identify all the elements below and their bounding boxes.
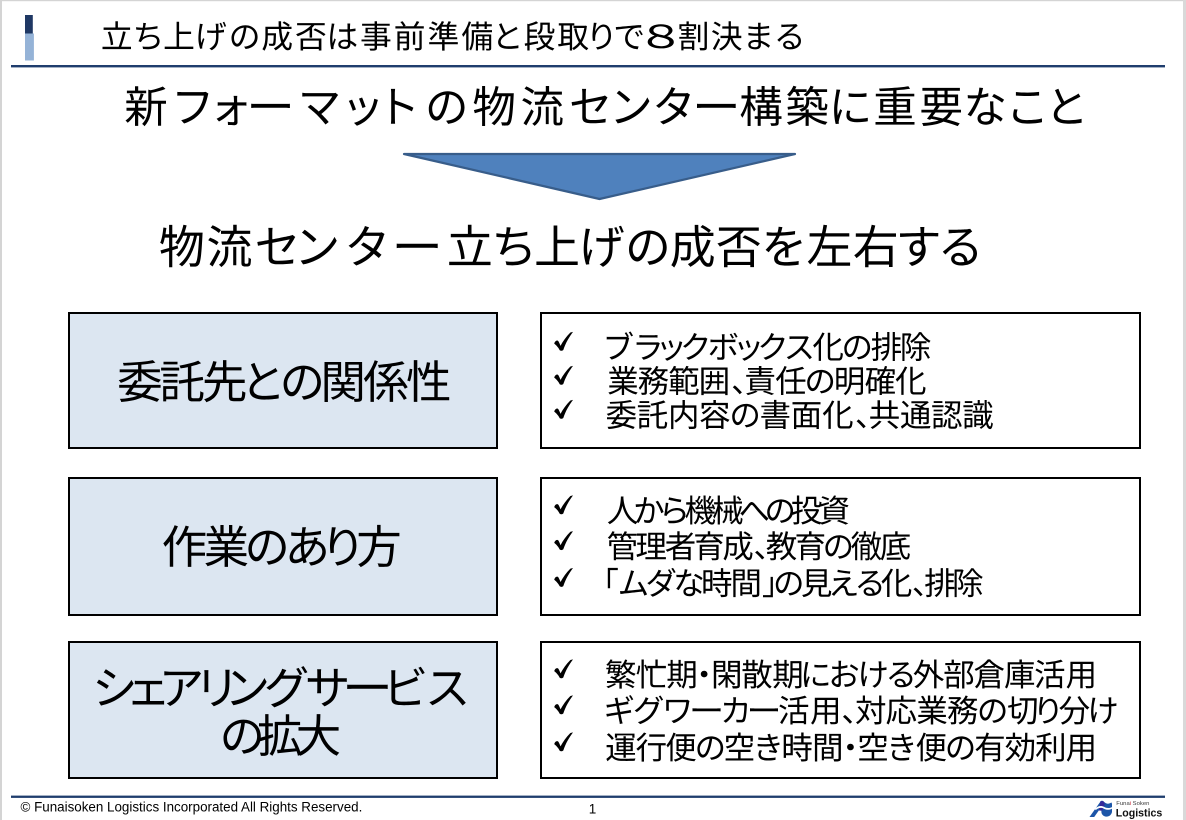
svg-text:1: 1 (589, 801, 597, 816)
svg-text:© Funaisoken Logistics Incorpo: © Funaisoken Logistics Incorporated All … (21, 800, 363, 815)
svg-text:Logistics: Logistics (1116, 807, 1163, 819)
svg-text:Funai Soken: Funai Soken (1116, 801, 1149, 807)
